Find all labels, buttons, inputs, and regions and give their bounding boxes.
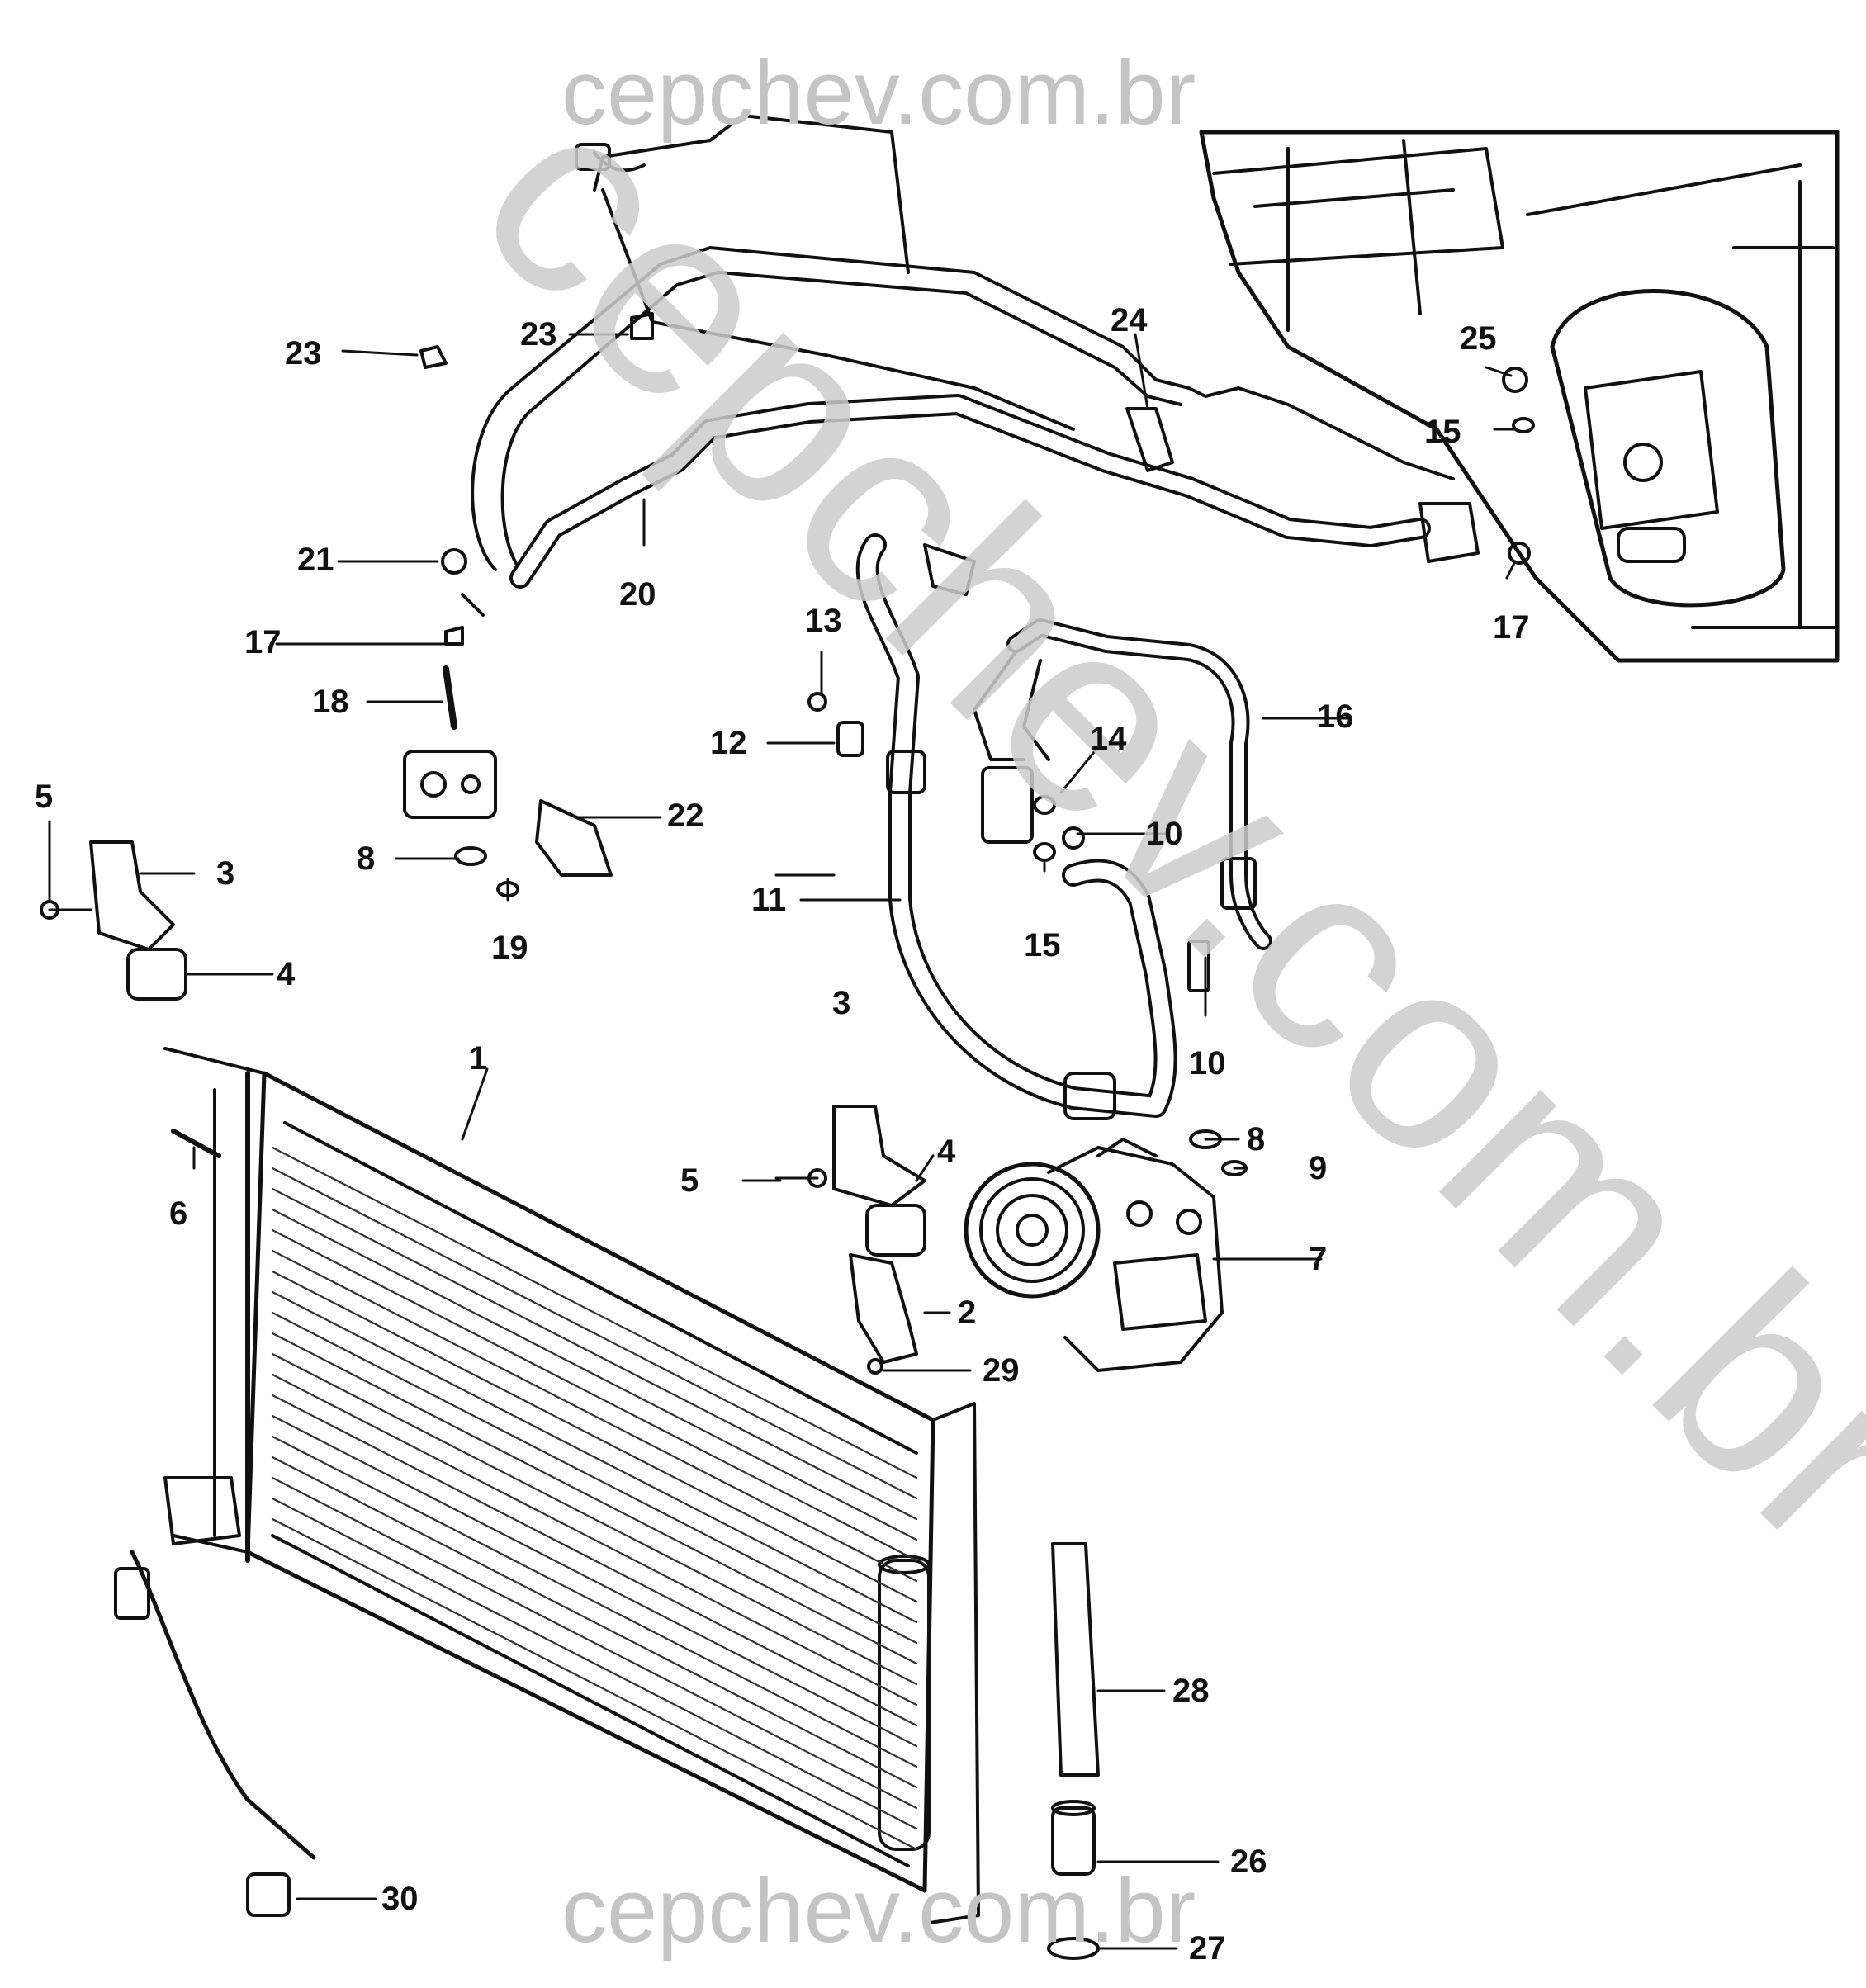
callout-2: 2 — [958, 1295, 977, 1331]
callout-4-left: 4 — [277, 956, 296, 992]
callout-16: 16 — [1317, 698, 1354, 735]
callout-8-right: 8 — [1247, 1121, 1266, 1157]
watermark-bottom: cepchev.com.br — [561, 1860, 1196, 1962]
callout-23-left: 23 — [285, 335, 322, 372]
hvac-module — [1199, 130, 1840, 663]
callout-12: 12 — [710, 725, 747, 761]
callout-29: 29 — [983, 1352, 1020, 1389]
callout-17-right: 17 — [1493, 609, 1530, 646]
callout-9: 9 — [1309, 1150, 1328, 1186]
hose-16 — [973, 618, 1272, 950]
callout-1: 1 — [469, 1040, 488, 1077]
callout-25: 25 — [1460, 320, 1497, 357]
callout-18: 18 — [312, 684, 349, 720]
callout-10-lower: 10 — [1189, 1045, 1226, 1082]
callout-15-lower: 15 — [1024, 927, 1061, 963]
callout-7: 7 — [1309, 1241, 1328, 1277]
callout-19: 19 — [491, 930, 528, 966]
condenser-fins — [271, 1146, 918, 1851]
callout-3-center: 3 — [832, 985, 851, 1021]
callout-23-center: 23 — [520, 316, 557, 353]
sensor-harness — [114, 1550, 316, 1917]
compressor — [964, 1138, 1224, 1372]
liquid-line — [471, 114, 1455, 571]
callout-28: 28 — [1172, 1673, 1210, 1709]
callout-26: 26 — [1230, 1844, 1267, 1880]
condenser-core — [163, 1047, 980, 1925]
callout-24: 24 — [1111, 302, 1148, 338]
leader-lines — [48, 333, 1517, 1950]
block-fitting — [403, 548, 613, 877]
brackets-center — [774, 1105, 926, 1375]
callout-21: 21 — [297, 542, 334, 578]
callout-10-upper: 10 — [1146, 816, 1183, 852]
callout-22: 22 — [667, 798, 704, 834]
callout-20: 20 — [619, 576, 656, 613]
callout-30: 30 — [381, 1881, 419, 1917]
callout-8-left: 8 — [357, 840, 376, 877]
callout-4-center: 4 — [937, 1134, 956, 1170]
callout-3-left: 3 — [216, 855, 235, 892]
callout-15-upper: 15 — [1424, 414, 1461, 450]
brackets-left — [40, 840, 187, 1001]
hose-11 — [855, 533, 1177, 1120]
callout-5-center: 5 — [680, 1162, 699, 1199]
callout-13: 13 — [805, 603, 842, 639]
watermark-top: cepchev.com.br — [561, 42, 1196, 144]
callout-14: 14 — [1090, 721, 1127, 757]
callout-11: 11 — [751, 882, 787, 918]
callout-27: 27 — [1189, 1930, 1226, 1967]
callout-6: 6 — [169, 1195, 188, 1232]
callout-5-left: 5 — [35, 779, 54, 815]
callout-17-left: 17 — [244, 624, 282, 660]
suction-line-20 — [509, 394, 1480, 589]
